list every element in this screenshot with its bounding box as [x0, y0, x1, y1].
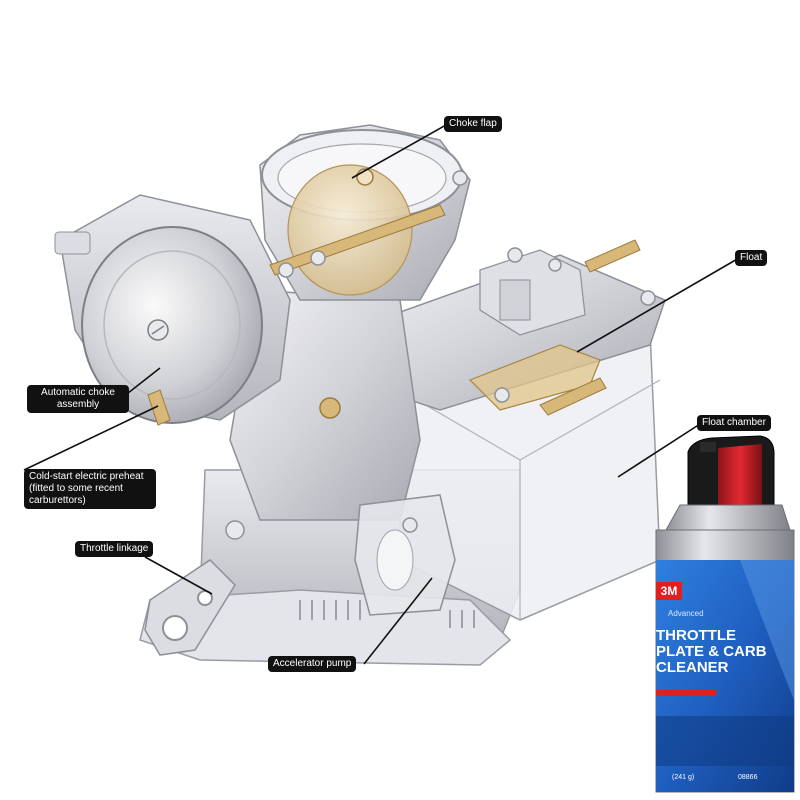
can-title-line2: PLATE & CARB: [656, 643, 767, 660]
leader-float: [576, 257, 740, 353]
callout-float-chamber: Float chamber: [697, 415, 771, 431]
choke-drum: [81, 226, 263, 424]
leader-float-chamber: [617, 423, 701, 478]
can-net-weight: (241 g): [672, 774, 695, 781]
callout-automatic-choke-assembly: Automatic choke assembly: [27, 385, 129, 413]
carburettor-illustration: [54, 124, 666, 666]
can-part-number: 08866: [738, 774, 758, 781]
leader-cold-start: [23, 405, 159, 471]
base-ribs: [299, 600, 475, 628]
callout-cold-start: Cold-start electric preheat (fitted to s…: [24, 469, 156, 509]
can-title-line1: THROTTLE: [656, 627, 736, 644]
callout-float: Float: [735, 250, 768, 266]
leader-automatic-choke: [122, 367, 161, 398]
leader-accelerator-pump: [363, 577, 433, 665]
can-shoulder: [665, 504, 791, 531]
leader-throttle-linkage: [144, 556, 213, 595]
callout-accelerator-pump: Accelerator pump: [268, 656, 357, 672]
callout-throttle-linkage: Throttle linkage: [75, 541, 154, 557]
callout-choke-flap: Choke flap: [444, 116, 502, 132]
leader-lines: [23, 124, 740, 665]
cold-start-element: [147, 389, 171, 426]
can-title-line3: CLEANER: [656, 659, 729, 676]
can-brand: 3M: [656, 582, 682, 600]
leader-choke-flap: [351, 124, 447, 179]
can-tier: Advanced: [668, 609, 704, 618]
cleaner-spray-can: [655, 435, 795, 793]
fuel-inlet: [584, 239, 641, 273]
